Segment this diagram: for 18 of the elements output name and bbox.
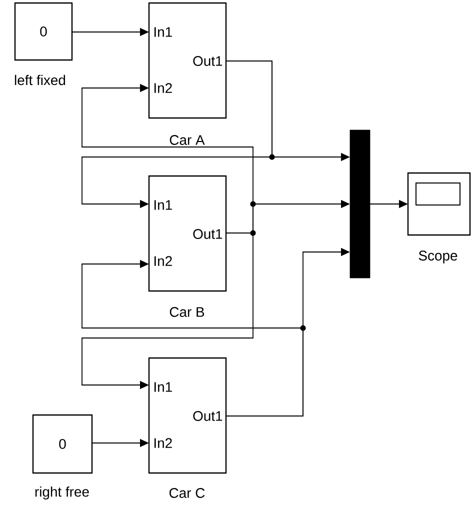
constant-value: 0 — [40, 26, 47, 36]
port-label: In2 — [154, 83, 172, 93]
mux-bar — [350, 130, 370, 278]
port-label: Out1 — [193, 56, 222, 66]
port-label: Out1 — [193, 411, 222, 421]
constant-value: 0 — [59, 439, 66, 449]
block-name: Scope — [418, 250, 458, 264]
port-label: In2 — [154, 438, 172, 448]
block-name: left fixed — [14, 74, 66, 86]
port-label: In2 — [154, 256, 172, 266]
block-name: Car A — [170, 135, 205, 145]
block-name: right free — [35, 486, 89, 500]
block-name: Car C — [170, 488, 205, 498]
port-label: In1 — [154, 27, 172, 37]
port-label: In1 — [154, 382, 172, 392]
block-name: Car B — [170, 307, 204, 317]
port-label: In1 — [154, 200, 172, 210]
port-label: Out1 — [193, 229, 222, 239]
